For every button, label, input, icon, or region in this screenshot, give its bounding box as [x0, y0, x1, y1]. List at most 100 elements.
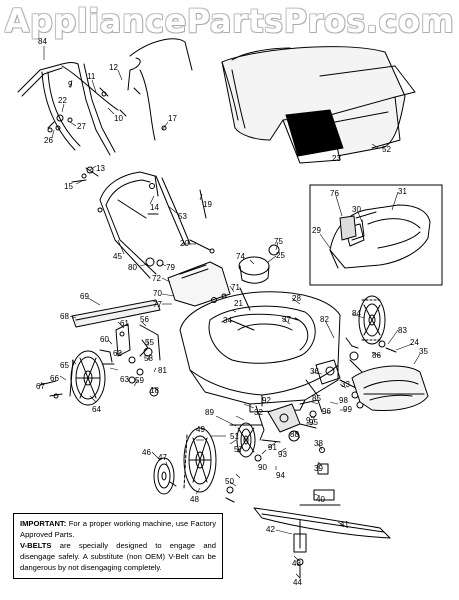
callout: 85: [312, 394, 321, 403]
callout: 86: [372, 351, 381, 360]
callout: 94: [276, 471, 285, 480]
callout: 98: [339, 396, 348, 405]
lower-handle: [99, 171, 191, 279]
callout: 58: [144, 354, 153, 363]
callout: 49: [196, 425, 205, 434]
callout: 79: [166, 263, 175, 272]
callout: 17: [168, 114, 177, 123]
callout: 40: [316, 495, 325, 504]
callout: 29: [312, 226, 321, 235]
callout: 81: [158, 366, 167, 375]
callout: 65: [60, 361, 69, 370]
callout: 11: [87, 72, 96, 81]
transmission: [255, 379, 323, 442]
callout: 69: [80, 292, 89, 301]
callout: 67: [36, 382, 45, 391]
watermark: AppliancePartsPros.com: [4, 2, 455, 40]
callout: 82: [320, 315, 329, 324]
callout: 35: [419, 347, 428, 356]
callout: 72: [152, 274, 161, 283]
callout: 36: [310, 367, 319, 376]
callout: 84: [352, 309, 361, 318]
callout: 89: [205, 408, 214, 417]
callout: 34: [223, 316, 232, 325]
front-wheel: [183, 427, 217, 493]
callout: 60: [100, 335, 109, 344]
callout: 95: [309, 418, 318, 427]
discharge-door: [351, 365, 429, 411]
callout: 47: [158, 453, 167, 462]
callout: 42: [266, 525, 275, 534]
callout: 99: [343, 405, 352, 414]
inset-detail: [309, 184, 443, 286]
callout: 12: [109, 63, 118, 72]
note-vbelt-text: are specially designed to engage and dis…: [20, 541, 216, 572]
callout: 45: [113, 252, 122, 261]
rear-wheel-right: [358, 295, 386, 345]
callout: 41: [340, 520, 349, 529]
callout: 80: [128, 263, 137, 272]
grass-bag: [221, 46, 416, 164]
callout: 61: [120, 319, 129, 328]
engine-cover: [238, 244, 280, 284]
callout: 24: [410, 338, 419, 347]
callout: 30: [352, 205, 361, 214]
callout-labels: 84 9 11 12 22 27 26 10 17 13 15 14 53 19…: [36, 37, 428, 587]
callout: 62: [113, 349, 122, 358]
note-important-text: For a proper working machine, use Factor…: [20, 519, 216, 539]
callout: 76: [330, 189, 339, 198]
callout: 9: [68, 80, 73, 89]
callout: 51: [230, 432, 239, 441]
callout: 25: [276, 251, 285, 260]
callout: 93: [278, 450, 287, 459]
callout: 59: [135, 376, 144, 385]
callout: 44: [293, 578, 302, 587]
blade-assembly: [253, 447, 391, 579]
callout: 92: [262, 396, 271, 405]
callout: 14: [150, 203, 159, 212]
callout: 48: [190, 495, 199, 504]
callout: 71: [231, 283, 240, 292]
upper-handle: [17, 62, 127, 183]
callout: 83: [398, 326, 407, 335]
callout: 96: [322, 407, 331, 416]
callout: 19: [203, 200, 212, 209]
callout: 27: [77, 122, 86, 131]
rear-height-adjuster: [99, 323, 161, 376]
callout: 28: [292, 294, 301, 303]
important-note: IMPORTANT: For a proper working machine,…: [13, 513, 223, 579]
callout: 88: [290, 430, 299, 439]
rear-wheel-left: [69, 350, 106, 406]
callout: 53: [178, 212, 187, 221]
callout: 97: [306, 416, 315, 425]
callout: 43: [292, 559, 301, 568]
callout: 10: [114, 114, 123, 123]
callout: 18: [150, 386, 159, 395]
callout: 91: [268, 443, 277, 452]
callout: 46: [142, 448, 151, 457]
callout: 55: [145, 338, 154, 347]
callout: 37: [282, 315, 291, 324]
callout: 70: [153, 289, 162, 298]
callout: 84: [38, 37, 47, 46]
callout: 52: [382, 145, 391, 154]
side-skirt: [71, 299, 161, 328]
callout: 33: [341, 380, 350, 389]
rear-deflector: [167, 261, 231, 307]
callout: 31: [398, 187, 407, 196]
callout: 68: [60, 312, 69, 321]
callout: 39: [314, 464, 323, 473]
callout: 13: [96, 164, 105, 173]
control-cable: [129, 38, 193, 71]
callout: 20: [180, 239, 189, 248]
callout: 74: [236, 252, 245, 261]
callout: 21: [234, 299, 243, 308]
callout: 15: [64, 182, 73, 191]
note-vbelt-label: V-BELTS: [20, 541, 52, 550]
note-important-label: IMPORTANT:: [20, 519, 67, 528]
callout: 90: [258, 463, 267, 472]
callout: 56: [140, 315, 149, 324]
callout: 77: [153, 300, 162, 309]
callout: 63: [120, 375, 129, 384]
